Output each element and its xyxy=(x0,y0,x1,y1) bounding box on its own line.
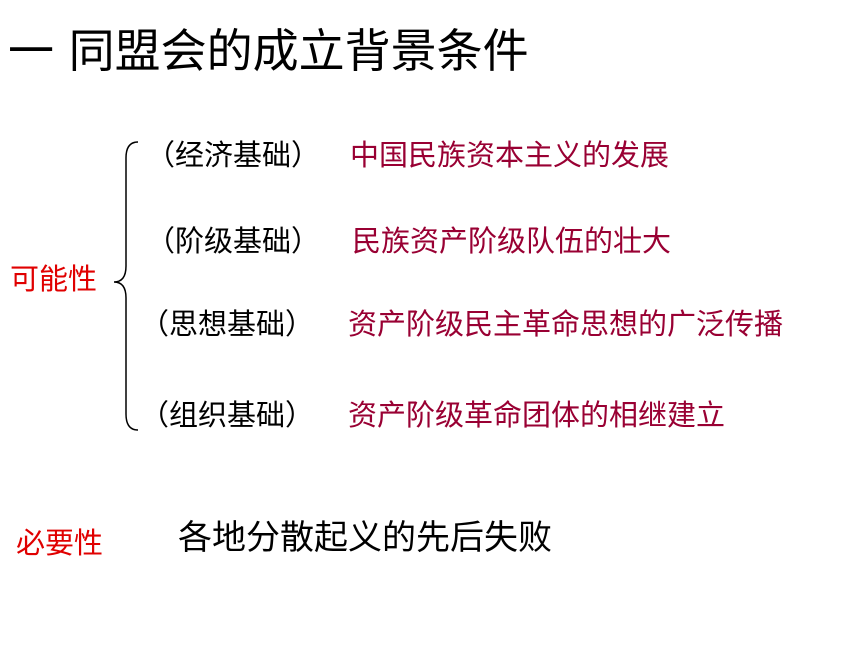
basis-organization: （组织基础） xyxy=(140,398,315,432)
necessity-label: 必要性 xyxy=(16,526,104,560)
left-brace xyxy=(113,141,139,431)
basis-economic: （经济基础） xyxy=(146,138,321,172)
desc-class: 民族资产阶级队伍的壮大 xyxy=(352,224,672,258)
slide-title: 一 同盟会的成立背景条件 xyxy=(8,24,529,78)
necessity-description: 各地分散起义的先后失败 xyxy=(178,518,552,558)
desc-ideology: 资产阶级民主革命思想的广泛传播 xyxy=(348,307,784,341)
basis-class: （阶级基础） xyxy=(146,224,321,258)
basis-ideology: （思想基础） xyxy=(140,307,315,341)
desc-organization: 资产阶级革命团体的相继建立 xyxy=(348,398,726,432)
possibility-label: 可能性 xyxy=(10,262,98,296)
desc-economic: 中国民族资本主义的发展 xyxy=(350,138,670,172)
